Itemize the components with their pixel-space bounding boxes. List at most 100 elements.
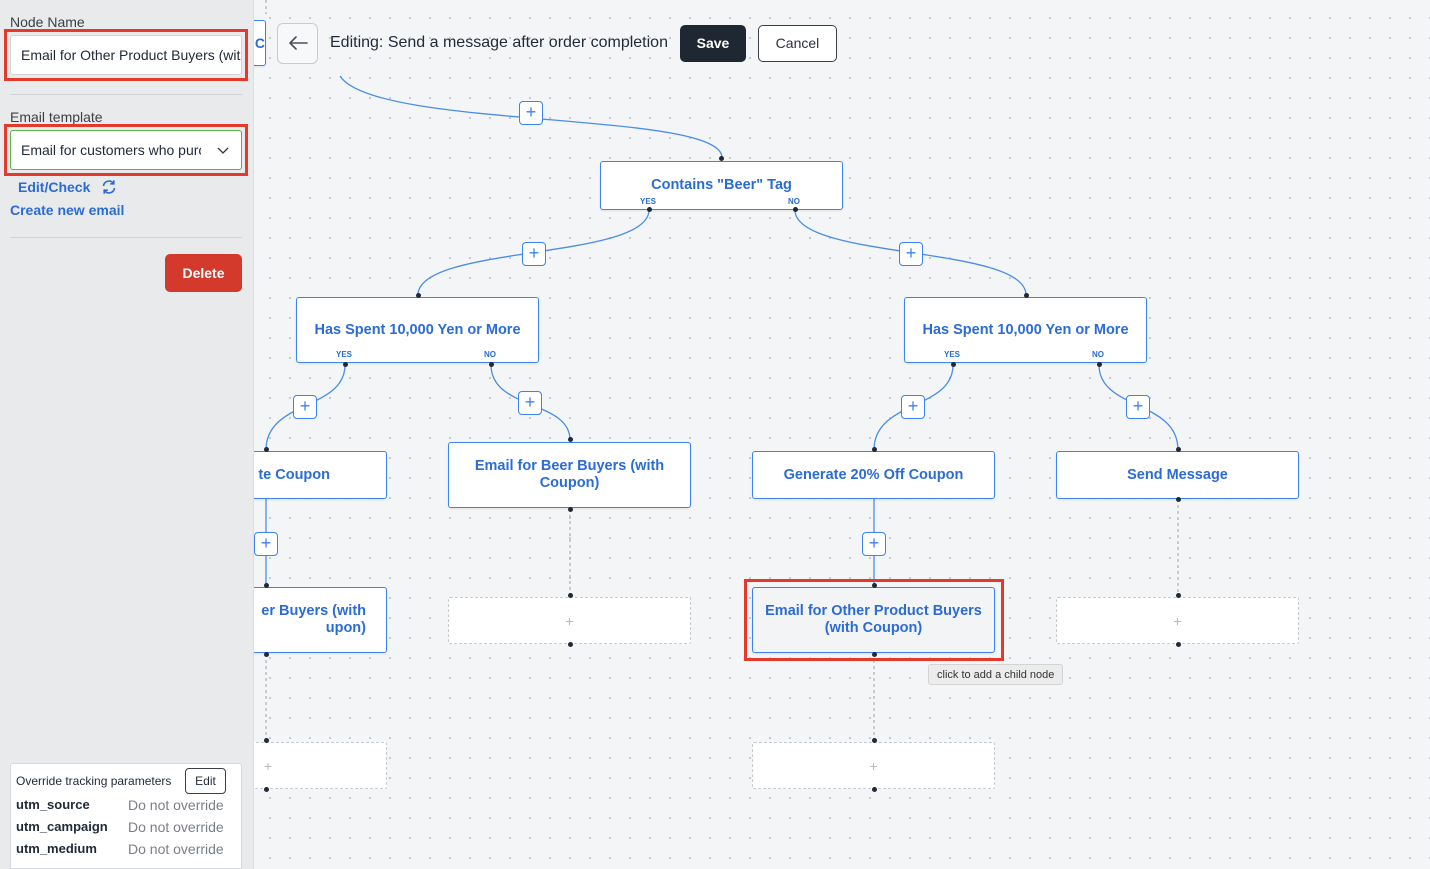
- add-node-button[interactable]: +: [518, 391, 542, 415]
- connector-dot: [568, 437, 573, 442]
- add-node-button[interactable]: +: [1126, 395, 1150, 419]
- no-label: NO: [788, 197, 800, 206]
- connector-dot: [793, 207, 798, 212]
- chevron-down-icon: [217, 147, 229, 154]
- node-label: "C: [254, 34, 265, 51]
- tooltip: click to add a child node: [928, 664, 1064, 685]
- node-label: Email for Beer Buyers (with Coupon): [474, 458, 665, 491]
- save-button[interactable]: Save: [679, 24, 746, 62]
- node-has-spent-right[interactable]: Has Spent 10,000 Yen or More YES NO: [904, 297, 1147, 363]
- yes-label: YES: [640, 197, 657, 206]
- param-value: Do not override: [128, 819, 224, 835]
- add-node-button[interactable]: +: [862, 532, 886, 556]
- add-node-button[interactable]: +: [901, 395, 925, 419]
- add-child-placeholder[interactable]: +: [448, 597, 691, 644]
- email-template-select[interactable]: Email for customers who purchased other …: [10, 130, 242, 170]
- connector-dot: [1097, 362, 1102, 367]
- cancel-button[interactable]: Cancel: [757, 24, 837, 62]
- email-template-highlight: [4, 124, 248, 176]
- connector-dot: [343, 362, 348, 367]
- node-label: Send Message: [1127, 466, 1228, 483]
- node-name-highlight: [4, 29, 248, 81]
- connector-dot: [872, 787, 877, 792]
- param-value: Do not override: [128, 841, 224, 857]
- node-email-beer-buyers[interactable]: Email for Beer Buyers (with Coupon): [448, 442, 691, 508]
- node-has-spent-left[interactable]: Has Spent 10,000 Yen or More YES NO: [296, 297, 539, 363]
- plus-icon: +: [565, 612, 574, 629]
- connector-dot: [1176, 642, 1181, 647]
- param-key: utm_medium: [16, 841, 97, 856]
- connector-dot: [264, 583, 269, 588]
- param-key: utm_source: [16, 797, 90, 812]
- add-node-button[interactable]: +: [293, 395, 317, 419]
- plus-icon: +: [869, 757, 878, 774]
- node-generate-coupon-left[interactable]: te Coupon: [254, 451, 387, 499]
- plus-icon: +: [1173, 612, 1182, 629]
- connector-dot: [872, 652, 877, 657]
- flow-edges: [265, 0, 1179, 740]
- connector-dot: [719, 156, 724, 161]
- connector-dot: [647, 207, 652, 212]
- delete-button[interactable]: Delete: [165, 254, 242, 292]
- refresh-icon[interactable]: [101, 179, 117, 195]
- tracking-title: Override tracking parameters: [16, 774, 172, 788]
- connector-dot: [264, 652, 269, 657]
- node-label: er Buyers (with upon): [261, 603, 366, 636]
- selected-node-highlight: [744, 579, 1004, 661]
- node-email-buyers-left[interactable]: er Buyers (with upon): [254, 587, 387, 653]
- add-child-placeholder[interactable]: +: [752, 742, 995, 789]
- back-button[interactable]: [277, 22, 318, 64]
- node-generate-20-off-coupon[interactable]: Generate 20% Off Coupon: [752, 451, 995, 499]
- node-label: Has Spent 10,000 Yen or More: [922, 321, 1129, 338]
- arrow-left-icon: [288, 36, 308, 50]
- editing-title: Editing: Send a message after order comp…: [330, 34, 668, 51]
- divider: [10, 94, 242, 95]
- tracking-edit-button[interactable]: Edit: [185, 768, 226, 794]
- connector-dot: [872, 583, 877, 588]
- partial-node-top[interactable]: "C: [254, 20, 266, 66]
- yes-label: YES: [944, 350, 961, 359]
- node-settings-sidebar: Node Name Email for Other Product Buyers…: [0, 0, 254, 869]
- node-label: Email for Other Product Buyers (with Cou…: [765, 603, 982, 636]
- create-new-email-link[interactable]: Create new email: [10, 202, 125, 218]
- connector-dot: [568, 507, 573, 512]
- connector-dot: [872, 738, 877, 743]
- add-node-button[interactable]: +: [519, 101, 543, 125]
- editor-toolbar: Editing: Send a message after order comp…: [277, 22, 837, 64]
- connector-dot: [264, 447, 269, 452]
- param-value: Do not override: [128, 797, 224, 813]
- connector-dot: [1176, 593, 1181, 598]
- tracking-parameters-panel: Override tracking parameters Edit utm_so…: [10, 763, 242, 869]
- connector-dot: [1176, 497, 1181, 502]
- connector-dot: [264, 787, 269, 792]
- connector-dot: [1024, 293, 1029, 298]
- divider: [10, 237, 242, 238]
- add-child-placeholder[interactable]: +: [1056, 597, 1299, 644]
- yes-label: YES: [336, 350, 353, 359]
- connector-dot: [1176, 447, 1181, 452]
- connector-dot: [568, 642, 573, 647]
- flow-canvas[interactable]: "C Contains "Beer" Tag YES NO Has Spent …: [254, 0, 1430, 869]
- node-label: te Coupon: [258, 466, 330, 483]
- email-template-value: Email for customers who purchased other …: [21, 142, 201, 158]
- add-node-button[interactable]: +: [899, 242, 923, 266]
- email-template-label: Email template: [10, 109, 103, 125]
- add-child-placeholder[interactable]: +: [254, 742, 387, 789]
- connector-dot: [951, 362, 956, 367]
- node-name-input[interactable]: Email for Other Product Buyers (with Cou…: [10, 35, 242, 75]
- node-label: Has Spent 10,000 Yen or More: [314, 321, 521, 338]
- edit-check-link[interactable]: Edit/Check: [18, 179, 91, 195]
- node-contains-beer-tag[interactable]: Contains "Beer" Tag YES NO: [600, 161, 843, 210]
- node-send-message[interactable]: Send Message: [1056, 451, 1299, 499]
- node-label: Generate 20% Off Coupon: [783, 466, 964, 483]
- plus-icon: +: [263, 757, 272, 774]
- add-node-button[interactable]: +: [254, 532, 278, 556]
- node-email-other-product-buyers[interactable]: Email for Other Product Buyers (with Cou…: [752, 587, 995, 653]
- connector-dot: [568, 593, 573, 598]
- no-label: NO: [484, 350, 496, 359]
- param-key: utm_campaign: [16, 819, 108, 834]
- connector-dot: [416, 293, 421, 298]
- add-node-button[interactable]: +: [522, 242, 546, 266]
- connector-dot: [489, 362, 494, 367]
- connector-dot: [264, 738, 269, 743]
